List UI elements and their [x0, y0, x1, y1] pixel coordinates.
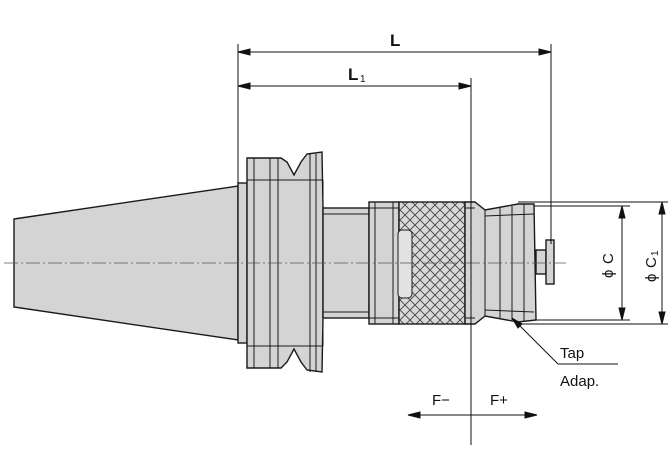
label-diameter-c1-sub: 1	[650, 250, 661, 256]
label-adapter: Adap.	[560, 373, 599, 390]
label-gauge-length: L 1	[348, 65, 366, 85]
adapter-stem	[535, 249, 547, 275]
label-diameter-c1-letter: C	[643, 257, 660, 268]
label-tap: Tap	[560, 345, 584, 362]
label-float-minus: F−	[432, 392, 450, 409]
label-diameter-c-symbol: ϕ	[600, 270, 617, 278]
label-gauge-length-main: L	[348, 65, 358, 84]
label-overall-length: L	[390, 31, 400, 50]
label-float-plus: F+	[490, 392, 508, 409]
label-diameter-c1: ϕ C 1	[643, 250, 661, 282]
flange	[246, 151, 324, 373]
label-diameter-c: ϕ C	[600, 253, 617, 278]
label-diameter-c-letter: C	[600, 253, 617, 264]
adapter-head	[545, 239, 555, 285]
label-gauge-length-sub: 1	[360, 74, 366, 85]
dimension-lines	[237, 44, 668, 445]
label-diameter-c1-symbol: ϕ	[643, 274, 660, 282]
holder-body	[13, 151, 555, 373]
